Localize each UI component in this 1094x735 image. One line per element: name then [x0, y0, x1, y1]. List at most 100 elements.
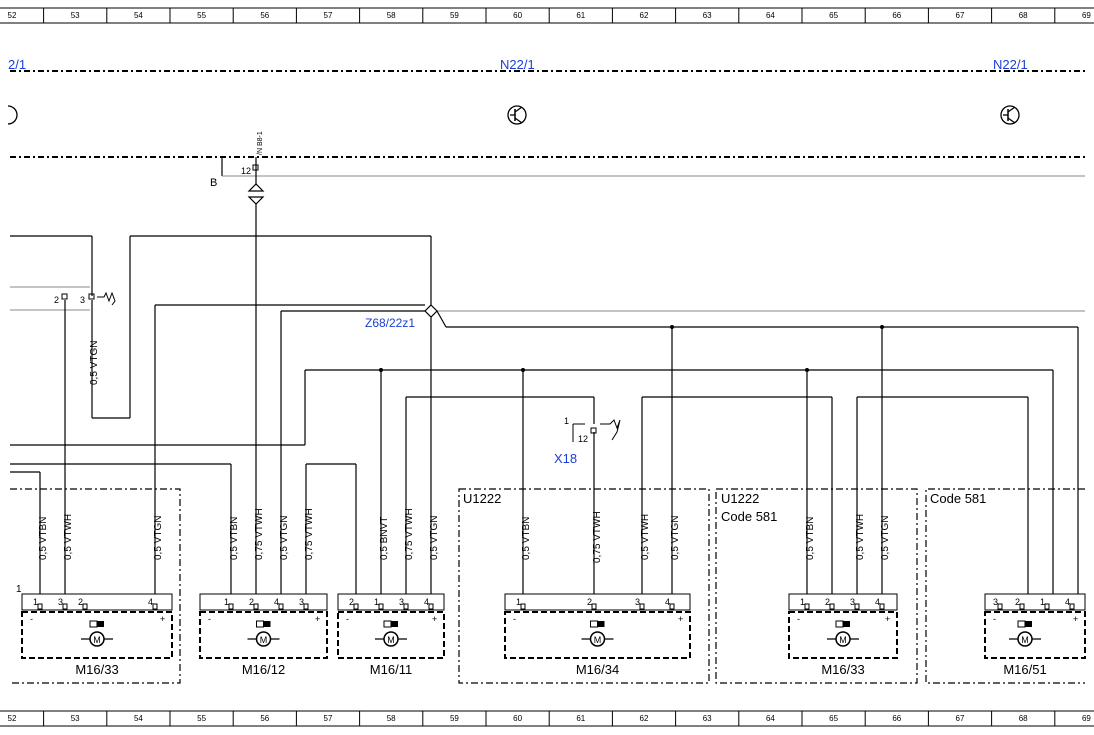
motor-pin-label: 1	[224, 597, 229, 607]
motor-pin-label: 2	[78, 597, 83, 607]
motor-icon: M	[247, 620, 280, 647]
motor-icon: M	[827, 620, 859, 647]
motor-pin-label: 3	[299, 597, 304, 607]
motor-pin-label: 2	[1015, 597, 1020, 607]
ruler-cell-label: 60	[513, 11, 522, 20]
motor-pin-label: 1	[1040, 597, 1045, 607]
label-left-module: 2/1	[8, 57, 26, 72]
splice-icon	[424, 304, 438, 318]
pin-minus-sign: -	[346, 614, 349, 624]
pin-plus-sign: +	[160, 614, 165, 624]
wire-label: 0,5 VTBN	[521, 517, 532, 560]
motor-pin	[82, 603, 88, 610]
motor-pin	[403, 603, 409, 610]
pin-minus-sign: -	[993, 614, 996, 624]
left-conn-pin-3: 3	[80, 295, 85, 305]
motor-pin-label: 2	[587, 597, 592, 607]
wire-label: 0,5 BNVT	[379, 517, 390, 560]
splice-label: Z68/22z1	[365, 316, 415, 330]
ruler-cell-label: 63	[703, 11, 712, 20]
ruler-cell-label: 60	[513, 714, 522, 723]
ruler-cell-label: 59	[450, 11, 459, 20]
wire-label: 0,75 VTWH	[404, 508, 415, 560]
label-n22-right: N22/1	[993, 57, 1028, 72]
motor-symbol-label: M	[594, 635, 602, 645]
label-n22-center: N22/1	[500, 57, 535, 72]
ruler-cell-label: 55	[197, 714, 206, 723]
motor-icon: M	[581, 620, 614, 647]
ruler-cell-label: 52	[8, 714, 17, 723]
wire-labels: 0,5 VTBN 0,5 VTWH 0,5 VTGN 0,5 VTBN 0,75…	[38, 508, 891, 563]
pin-minus-sign: -	[513, 614, 516, 624]
motor-pin-label: 1	[374, 597, 379, 607]
wire-label: 0,5 VTBN	[38, 517, 49, 560]
region-box-u1222-a	[458, 488, 710, 684]
left-conn-pin-box	[88, 293, 95, 300]
wire-label: 0,5 VTGN	[153, 516, 164, 560]
motor-pin-label: 3	[635, 597, 640, 607]
region-label-code-c: Code 581	[930, 491, 986, 506]
ruler-cell-label: 62	[640, 714, 649, 723]
motor-pin	[829, 603, 835, 610]
motor-pin	[1069, 603, 1075, 610]
ruler-cell-label: 69	[1082, 714, 1091, 723]
ruler-cell-label: 67	[956, 714, 965, 723]
motor-name: M16/34	[576, 662, 619, 677]
ruler-cell-label: 61	[576, 714, 585, 723]
motor-pin	[37, 603, 43, 610]
ruler-cell-label: 69	[1082, 11, 1091, 20]
shield-resistor-icon	[97, 291, 116, 306]
plug-icon	[247, 183, 265, 205]
motor-pin	[428, 603, 434, 610]
motor-pin	[228, 603, 234, 610]
wire-label: 0,75 VTWH	[304, 508, 315, 560]
ruler-cell-label: 68	[1019, 11, 1028, 20]
motor-pin-label: 3	[850, 597, 855, 607]
motor-pin-label: 3	[58, 597, 63, 607]
x18-pin-12: 12	[578, 434, 588, 444]
motor-symbol-label: M	[1021, 635, 1029, 645]
ruler-cell-label: 55	[197, 11, 206, 20]
region-box-code581	[925, 488, 1085, 684]
pin-minus-sign: -	[30, 614, 33, 624]
transistor-icon-partial	[7, 105, 18, 125]
shield-resistor-icon	[600, 419, 621, 441]
motor-icon: M	[1009, 620, 1041, 647]
motor-pin	[854, 603, 860, 610]
ruler-top	[0, 7, 1094, 24]
motor-pin	[1019, 603, 1025, 610]
left-conn-wire-label: 0,5 VTGN	[89, 341, 100, 385]
left-conn-pin-2: 2	[54, 295, 59, 305]
motor-pin-label: 3	[993, 597, 998, 607]
motor-pin-label: 1	[33, 597, 38, 607]
ruler-cell-label: 53	[71, 714, 80, 723]
ruler-cell-label: 53	[71, 11, 80, 20]
wire-label: 0,5 VTBN	[229, 517, 240, 560]
motor-pin	[253, 603, 259, 610]
ruler-cell-label: 65	[829, 714, 838, 723]
motor-pin	[669, 603, 675, 610]
motor-icon: M	[375, 620, 407, 647]
motor-pin	[639, 603, 645, 610]
motor-pin-label: 2	[349, 597, 354, 607]
motor-pin-label: 4	[875, 597, 880, 607]
motor-pin-label: 4	[665, 597, 670, 607]
ruler-cell-label: 58	[387, 714, 396, 723]
motor-symbol-label: M	[387, 635, 395, 645]
pin-plus-sign: +	[885, 614, 890, 624]
pin-minus-sign: -	[208, 614, 211, 624]
motor-pin	[1044, 603, 1050, 610]
motor-symbol-label: M	[260, 635, 268, 645]
ruler-cells: 5252535354545555565657575858595960606161…	[8, 8, 1091, 726]
motor-pin-label: 4	[1065, 597, 1070, 607]
motor-pin	[152, 603, 158, 610]
bus-pin-12: 12	[241, 166, 251, 176]
motor-pin-label: 3	[399, 597, 404, 607]
ruler-cell-label: 52	[8, 11, 17, 20]
region-label-u1222-b: U1222	[721, 491, 759, 506]
